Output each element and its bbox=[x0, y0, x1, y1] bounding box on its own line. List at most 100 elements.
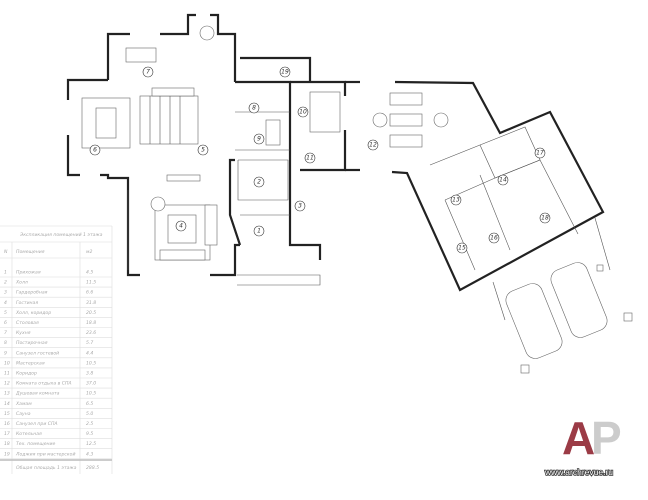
row-area: 4.5 bbox=[86, 270, 93, 276]
row-room-name: Кухня bbox=[16, 330, 31, 336]
table-row: 14 Хамам 6.5 bbox=[0, 401, 112, 409]
row-number: 3 bbox=[4, 290, 7, 296]
row-number: 18 bbox=[4, 441, 10, 447]
logo-p: P bbox=[591, 412, 622, 464]
row-number: 5 bbox=[4, 310, 7, 316]
row-area: 11.5 bbox=[86, 280, 96, 286]
room-label-6: 6 bbox=[89, 144, 101, 156]
svg-text:6: 6 bbox=[93, 147, 97, 154]
logo-a: A bbox=[562, 412, 595, 464]
row-room-name: Сауна bbox=[16, 411, 31, 417]
site-url: www.archrevue.ru bbox=[544, 467, 613, 477]
garage-cars bbox=[505, 262, 633, 374]
row-area: 4.3 bbox=[86, 451, 93, 457]
row-number: 13 bbox=[4, 391, 10, 397]
archrevue-watermark: A P www.archrevue.ru bbox=[543, 412, 622, 478]
row-number: 4 bbox=[4, 300, 7, 306]
header-area: м2 bbox=[86, 249, 92, 255]
svg-text:11: 11 bbox=[306, 155, 314, 162]
row-room-name: Душевая комната bbox=[15, 391, 60, 397]
row-area: 6.6 bbox=[86, 290, 93, 296]
row-number: 16 bbox=[4, 421, 10, 427]
row-number: 19 bbox=[4, 451, 10, 457]
room-label-17: 17 bbox=[534, 147, 546, 159]
row-number: 8 bbox=[4, 340, 7, 346]
row-area: 18.8 bbox=[86, 320, 96, 326]
header-n: N bbox=[4, 249, 8, 255]
row-area: 3.8 bbox=[86, 371, 93, 377]
row-number: 2 bbox=[4, 280, 7, 286]
row-area: 31.8 bbox=[86, 300, 96, 306]
row-number: 1 bbox=[4, 270, 7, 276]
row-area: 20.5 bbox=[86, 310, 96, 316]
table-row: 7 Кухня 23.6 bbox=[0, 330, 112, 338]
room-label-8: 8 bbox=[248, 102, 260, 114]
room-explication-table: Экспликация помещений 1 этажа N Помещени… bbox=[0, 225, 113, 474]
svg-text:9: 9 bbox=[257, 136, 261, 143]
row-room-name: Холл, коридор bbox=[15, 310, 51, 316]
staircase bbox=[139, 87, 199, 145]
row-area: 2.5 bbox=[86, 421, 93, 427]
row-room-name: Гостиная bbox=[16, 300, 38, 306]
svg-text:7: 7 bbox=[146, 69, 150, 76]
table-row: 18 Тех. помещение 12.5 bbox=[0, 441, 112, 450]
row-area: 37.0 bbox=[86, 381, 96, 387]
row-room-name: Хамам bbox=[15, 401, 32, 407]
svg-text:2: 2 bbox=[257, 179, 261, 186]
row-area: 10.5 bbox=[86, 360, 96, 366]
room-label-1: 1 bbox=[253, 225, 265, 237]
row-number: 12 bbox=[4, 381, 10, 387]
svg-text:3: 3 bbox=[298, 203, 302, 210]
row-room-name: Столовая bbox=[16, 320, 39, 326]
row-room-name: Тех. помещение bbox=[16, 441, 56, 447]
table-row: 1 Прихожая 4.5 bbox=[0, 270, 112, 278]
svg-text:18: 18 bbox=[541, 215, 549, 222]
row-area: 6.5 bbox=[86, 401, 93, 407]
table-row: 5 Холл, коридор 20.5 bbox=[0, 310, 112, 318]
table-row: 16 Санузел при СПА 2.5 bbox=[0, 421, 112, 429]
table-row: 3 Гардеробная 6.6 bbox=[0, 290, 112, 298]
svg-text:14: 14 bbox=[499, 177, 507, 184]
row-room-name: Гардеробная bbox=[16, 290, 48, 296]
room-label-16: 16 bbox=[488, 232, 500, 244]
room-label-13: 13 bbox=[450, 194, 462, 206]
room-label-19: 19 bbox=[279, 66, 291, 78]
room-label-3: 3 bbox=[294, 200, 306, 212]
row-number: 9 bbox=[4, 350, 7, 356]
row-number: 15 bbox=[4, 411, 10, 417]
row-area: 12.5 bbox=[86, 441, 96, 447]
row-room-name: Прихожая bbox=[16, 270, 41, 276]
spa-wing-walls bbox=[345, 80, 611, 321]
table-title: Экспликация помещений 1 этажа bbox=[19, 232, 103, 238]
total-label: Общая площадь 1 этажа bbox=[16, 465, 77, 471]
room-label-18: 18 bbox=[539, 212, 551, 224]
row-room-name: Мастерская bbox=[16, 360, 45, 366]
table-row: 11 Коридор 3.8 bbox=[0, 371, 112, 379]
room-label-12: 12 bbox=[367, 139, 379, 151]
row-area: 23.6 bbox=[86, 330, 96, 336]
svg-text:10: 10 bbox=[299, 109, 307, 116]
row-room-name: Коридор bbox=[16, 371, 37, 377]
total-area: 288.5 bbox=[86, 465, 99, 471]
row-room-name: Комната отдыха в СПА bbox=[16, 381, 72, 387]
svg-text:17: 17 bbox=[536, 150, 544, 157]
room-labels: 1 2 3 4 5 6 7 8 9 10 11 12 13 14 15 16 1… bbox=[89, 66, 551, 254]
row-room-name: Лоджия при мастерской bbox=[15, 451, 75, 457]
row-room-name: Санузел при СПА bbox=[16, 421, 58, 427]
row-number: 10 bbox=[4, 360, 10, 366]
row-number: 14 bbox=[4, 401, 10, 407]
row-number: 11 bbox=[4, 371, 10, 377]
room-label-15: 15 bbox=[456, 242, 468, 254]
row-area: 9.5 bbox=[86, 431, 93, 437]
row-area: 5.7 bbox=[86, 340, 93, 346]
room-label-14: 14 bbox=[497, 174, 509, 186]
row-number: 7 bbox=[4, 330, 7, 336]
